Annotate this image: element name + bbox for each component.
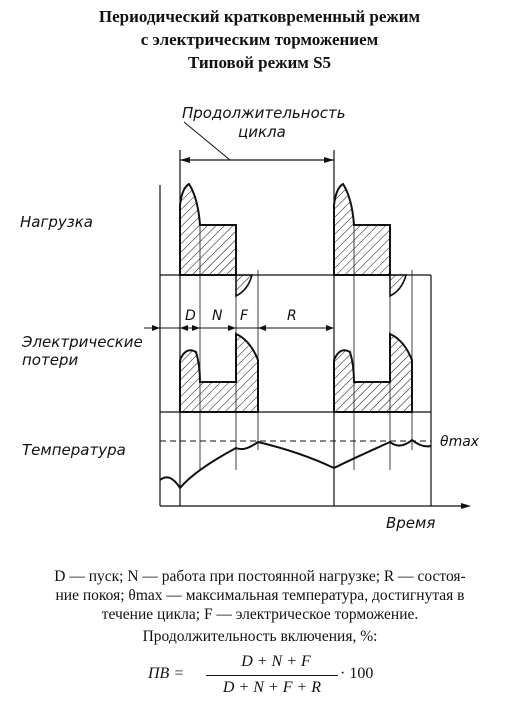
losses-pulse-2 [333,332,413,413]
cycle-duration-label-2: цикла [238,123,286,141]
cycle-duration-label-1: Продолжительность [182,104,346,122]
segment-arrow-heads [152,325,334,331]
legend-line-1: D — пуск; N — работа при постоянной нагр… [54,568,466,585]
cycle-label-leader [183,121,231,161]
segment-r-label: R [287,308,297,324]
braking-pulse-1 [235,274,254,298]
cycle-arrow-head-left [180,157,190,163]
title-line-2: с электрическим торможением [140,30,379,49]
title-line-3: Типовой режим S5 [187,53,332,72]
formula-lhs: ПВ = [148,665,185,682]
legend-line-2: ние покоя; θmax — максимальная температу… [55,587,465,604]
temperature-curve [159,438,432,490]
theta-max-label: θmax [440,434,480,450]
formula-numerator: D + N + F [241,653,311,670]
braking-pulse-2 [389,274,408,298]
row-label-losses-1: Электрические [21,333,143,351]
operating-mode-diagram: Продолжительность цикла Нагрузка D N F R [20,104,480,532]
title-line-1: Периодический кратковременный режим [98,7,421,26]
load-pulse-1 [179,182,237,276]
cycle-arrow-head-right [324,157,334,163]
formula-denominator: D + N + F + R [222,679,322,696]
load-pulse-2 [333,182,391,276]
row-label-temperature: Температура [22,441,126,459]
segment-f-label: F [240,308,249,324]
legend-line-3: течение цикла; F — электрическое торможе… [101,606,419,623]
segment-d-label: D [185,308,196,324]
losses-pulse-1 [179,332,259,413]
row-label-load: Нагрузка [20,213,93,231]
formula-fraction-bar [206,675,338,676]
legend-line-4: Продолжительность включения, %: [142,628,378,645]
row-label-losses-2: потери [22,351,78,369]
time-axis-label: Время [386,514,435,532]
formula-multiplier: · 100 [340,665,374,682]
time-axis-arrow [461,503,471,509]
segment-n-label: N [212,308,223,324]
